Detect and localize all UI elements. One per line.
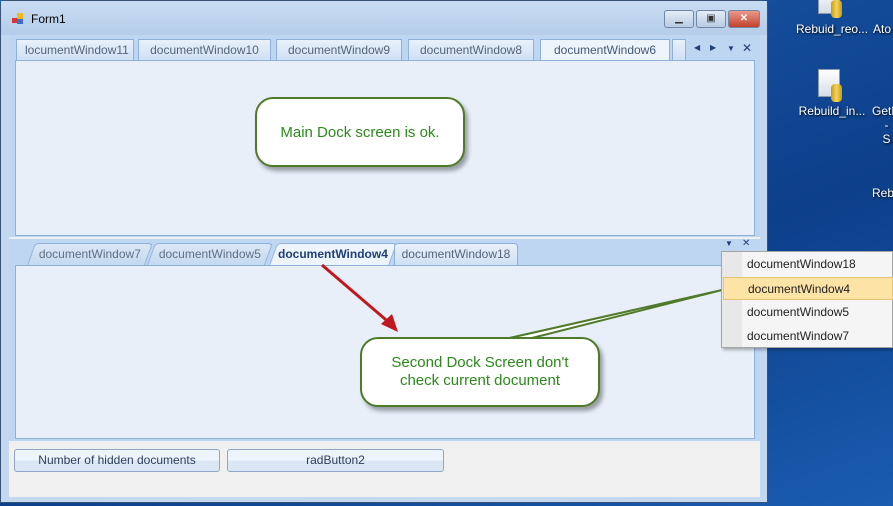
- close-tab-icon[interactable]: ✕: [742, 238, 751, 249]
- tab-document-window-8[interactable]: documentWindow8: [408, 39, 534, 60]
- minimize-button[interactable]: ▁: [664, 10, 694, 28]
- document-dropdown-menu: documentWindow18 documentWindow4 documen…: [721, 251, 893, 348]
- database-icon: [831, 84, 842, 102]
- tab-overflow[interactable]: [672, 39, 686, 60]
- database-icon: [831, 0, 842, 18]
- second-callout: Second Dock Screen don't check current d…: [360, 337, 600, 407]
- menu-item-document-window-4[interactable]: documentWindow4: [723, 277, 893, 300]
- red-arrowhead: [381, 314, 398, 332]
- desktop-icon-label[interactable]: Rebuild_in...: [798, 104, 866, 118]
- tab-document-window-18[interactable]: documentWindow18: [394, 243, 518, 265]
- scroll-right-icon[interactable]: ▶: [710, 43, 717, 52]
- window-title: Form1: [31, 12, 66, 26]
- tab-document-window-11[interactable]: locumentWindow11: [16, 39, 134, 60]
- red-arrow: [321, 263, 393, 327]
- main-callout: Main Dock screen is ok.: [255, 97, 465, 167]
- scroll-left-icon[interactable]: ◀: [694, 43, 701, 52]
- close-button[interactable]: ✕: [728, 10, 760, 28]
- menu-item-document-window-5[interactable]: documentWindow5: [747, 305, 850, 319]
- tab-document-window-9[interactable]: documentWindow9: [276, 39, 402, 60]
- hidden-documents-button[interactable]: Number of hidden documents: [14, 449, 220, 472]
- maximize-button[interactable]: ▣: [696, 10, 726, 28]
- title-bar[interactable]: Form1 ▁ ▣ ✕: [1, 1, 767, 35]
- desktop: Rebuid_reo... Ato Rebuild_in... GetF - S…: [768, 0, 893, 506]
- desktop-icon-label[interactable]: Ato: [873, 22, 892, 36]
- main-dock: locumentWindow11 documentWindow10 docume…: [9, 35, 760, 237]
- rad-button-2[interactable]: radButton2: [227, 449, 444, 472]
- tab-document-window-6[interactable]: documentWindow6: [540, 39, 670, 60]
- desktop-icon-label[interactable]: Reb: [872, 186, 893, 200]
- desktop-icon-label[interactable]: - S: [882, 118, 891, 146]
- close-tab-icon[interactable]: ✕: [742, 41, 753, 55]
- dropdown-icon[interactable]: ▼: [727, 44, 735, 53]
- dropdown-icon[interactable]: ▼: [725, 239, 733, 248]
- tab-document-window-10[interactable]: documentWindow10: [138, 39, 271, 60]
- app-icon: [12, 13, 23, 24]
- menu-item-document-window-18[interactable]: documentWindow18: [747, 257, 856, 271]
- desktop-icon-label[interactable]: Rebuid_reo...: [796, 22, 869, 36]
- desktop-icon-label[interactable]: GetF: [872, 104, 893, 118]
- callout-pointer: [504, 289, 723, 340]
- menu-item-document-window-7[interactable]: documentWindow7: [747, 329, 850, 343]
